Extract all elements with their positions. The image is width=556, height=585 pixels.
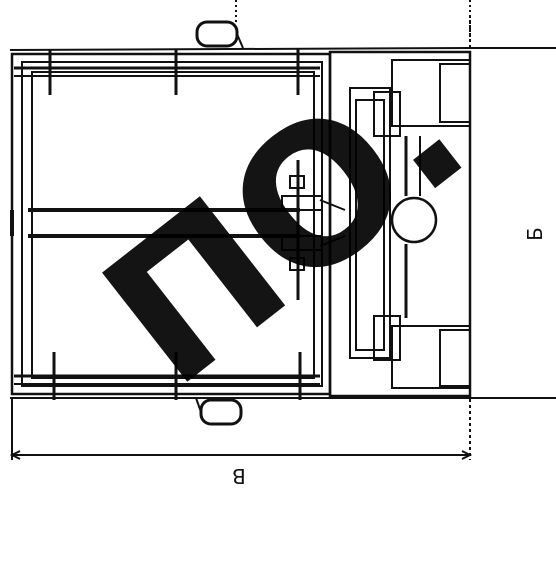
vehicle-plan-drawing	[9, 0, 556, 460]
depth-dimension-label: Б	[522, 227, 547, 241]
mirror-top	[195, 20, 244, 49]
cross-member-top	[14, 48, 320, 95]
cab-section	[328, 50, 472, 398]
mirror-bottom	[195, 397, 243, 426]
width-dimension-line	[9, 398, 473, 460]
center-mechanism	[281, 160, 346, 300]
width-dimension-label: В	[232, 464, 246, 488]
cross-member-bottom	[14, 352, 320, 400]
cargo-body	[10, 52, 332, 396]
